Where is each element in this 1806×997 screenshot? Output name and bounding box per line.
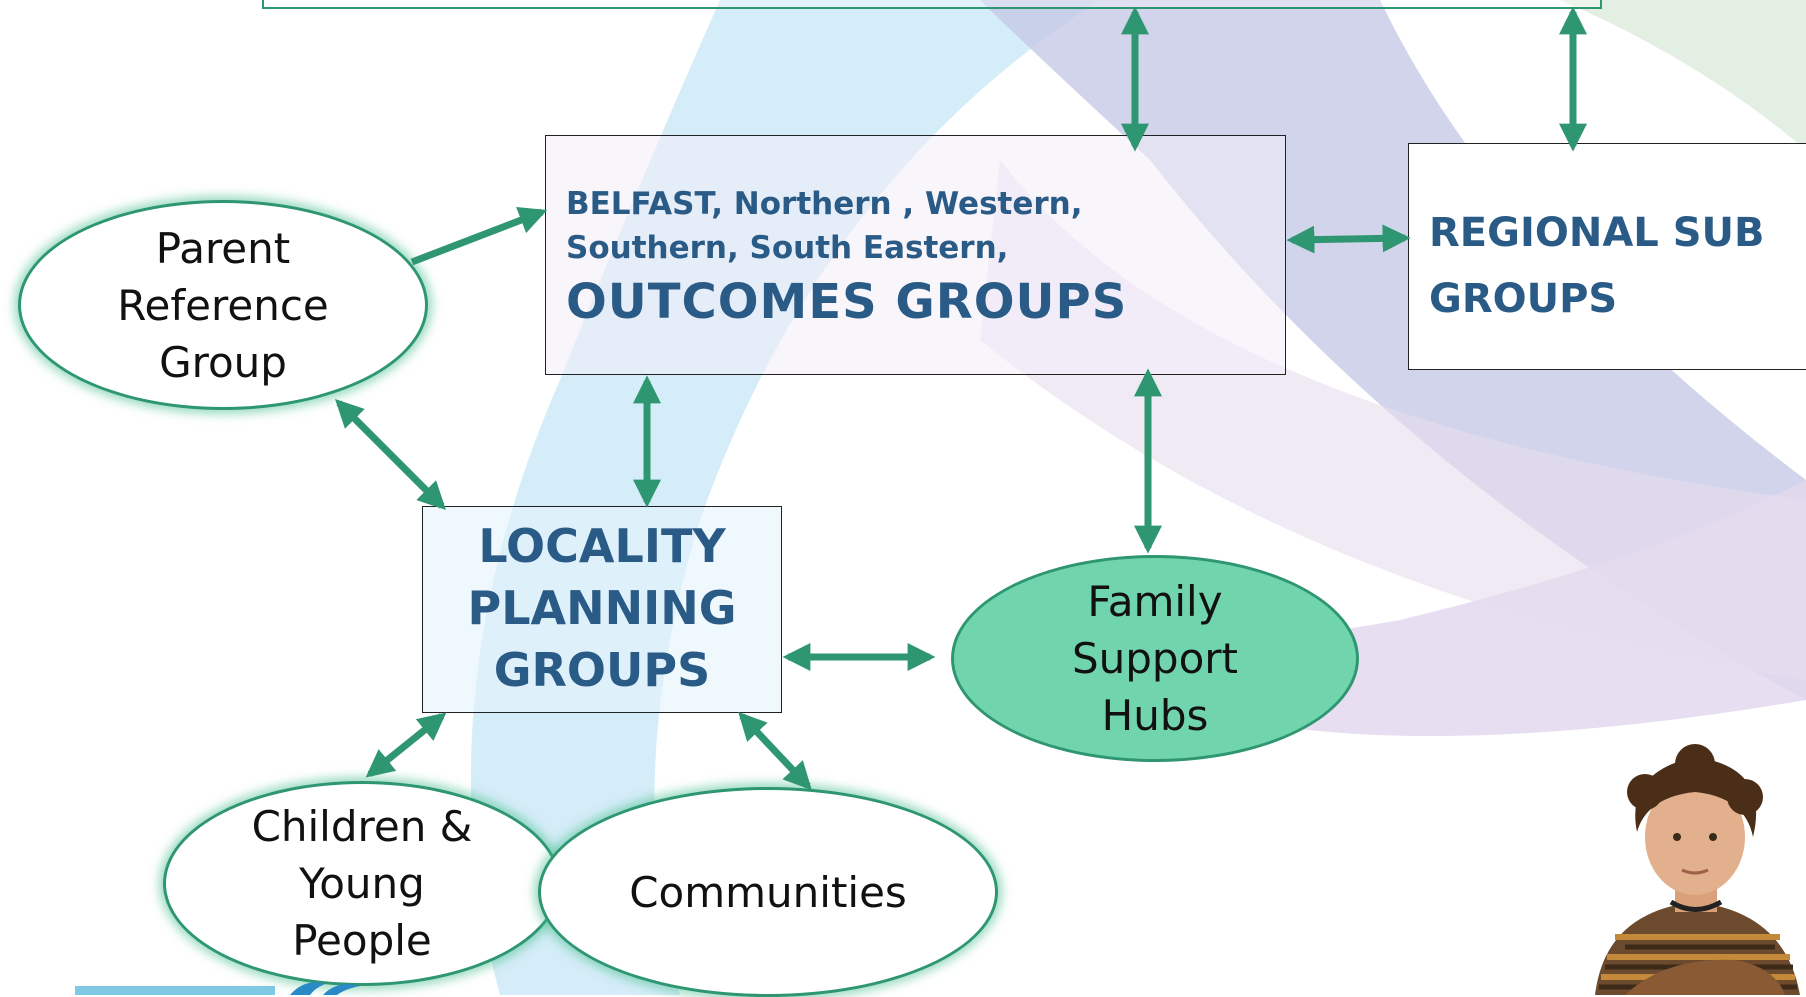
top-group-box — [262, 0, 1602, 9]
parent-reference-group-label: Parent Reference Group — [117, 223, 329, 387]
outcomes-groups-box: BELFAST, Northern , Western, Southern, S… — [545, 135, 1286, 375]
family-support-hubs-node: Family Support Hubs — [951, 555, 1359, 762]
family-support-hubs-label: Family Support Hubs — [1071, 577, 1239, 740]
locality-planning-groups-box: LOCALITY PLANNING GROUPS — [422, 506, 782, 713]
communities-node: Communities — [538, 787, 998, 997]
logo-strip — [75, 982, 360, 995]
outcomes-groups-label: OUTCOMES GROUPS — [566, 274, 1128, 330]
regional-sub-groups-box: REGIONAL SUB GROUPS — [1408, 143, 1806, 370]
locality-planning-groups-label: LOCALITY PLANNING GROUPS — [467, 519, 737, 697]
children-young-people-node: Children & Young People — [163, 781, 561, 986]
background-lilac-band — [980, 160, 1806, 680]
regional-sub-groups-label: REGIONAL SUB GROUPS — [1429, 210, 1765, 322]
outcomes-regions-label: BELFAST, Northern , Western, Southern, S… — [566, 186, 1083, 266]
background-green-swoosh — [1560, 0, 1806, 150]
children-young-people-label: Children & Young People — [251, 802, 473, 965]
teen-person-image — [1595, 744, 1800, 995]
parent-reference-group-node: Parent Reference Group — [18, 200, 428, 410]
communities-label: Communities — [629, 867, 907, 917]
